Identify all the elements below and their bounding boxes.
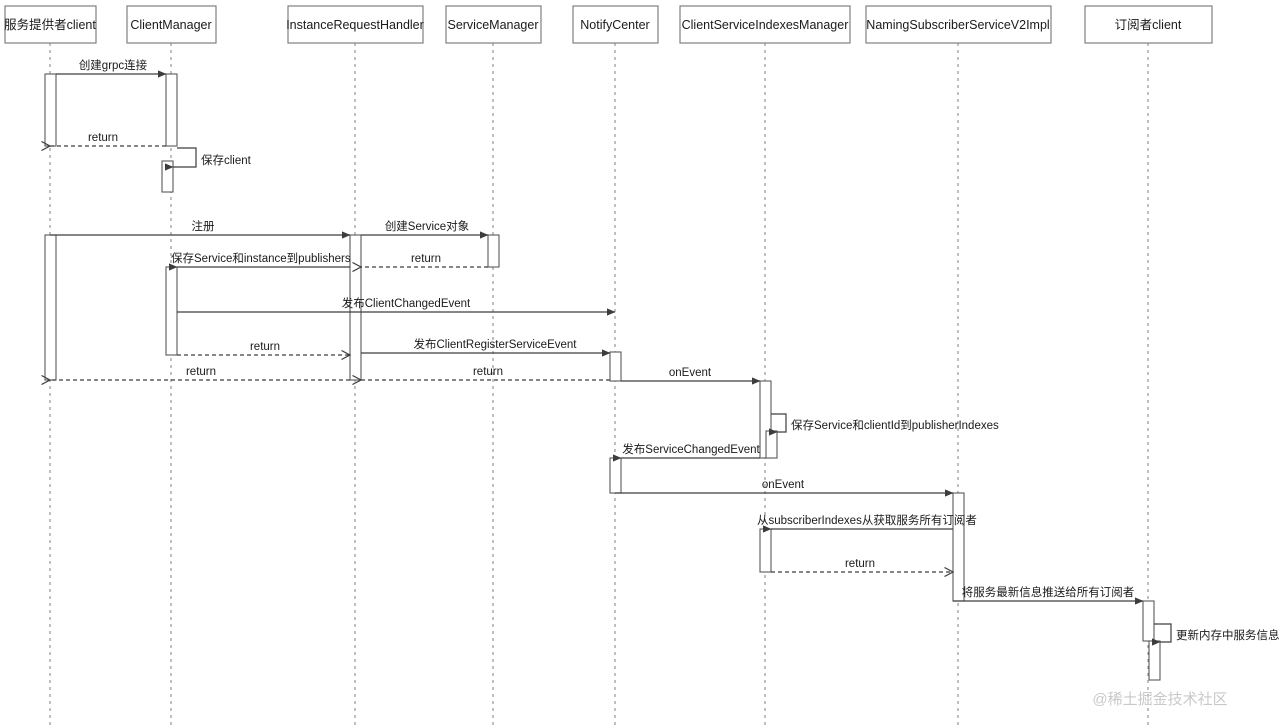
message-m4[interactable]: 注册 (50, 219, 351, 239)
message-arrow-self (1152, 623, 1172, 646)
message-label: 创建grpc连接 (79, 58, 148, 72)
activation-clientmgr-connect (165, 73, 178, 147)
message-label: return (411, 253, 441, 265)
message-label: onEvent (669, 367, 712, 379)
message-m10[interactable]: 发布ClientRegisterServiceEvent (361, 337, 611, 357)
message-m20[interactable]: 更新内存中服务信息 (1152, 623, 1280, 646)
participant-label: ServiceManager (447, 18, 538, 32)
activation-clientmgr-register (165, 266, 178, 356)
message-arrow-self (769, 413, 787, 436)
activation-subsvc-onevent (952, 492, 965, 602)
activation-subscriber-update (1148, 640, 1161, 681)
activation-provider-connect (44, 73, 57, 147)
message-m11[interactable]: return (50, 366, 350, 380)
message-label: 将服务最新信息推送给所有订阅者 (962, 585, 1135, 599)
message-m13[interactable]: onEvent (621, 367, 761, 385)
participant-box-provider[interactable]: 服务提供者client (4, 5, 97, 44)
activation-notify-svcevent (609, 457, 622, 494)
message-label: 创建Service对象 (385, 219, 469, 233)
message-label: 保存Service和instance到publishers (171, 251, 351, 265)
participant-box-notify[interactable]: NotifyCenter (572, 5, 659, 44)
participant-box-svcmgr[interactable]: ServiceManager (445, 5, 542, 44)
message-m16[interactable]: onEvent (615, 479, 954, 497)
message-m18[interactable]: return (771, 558, 953, 572)
participant-box-indexmgr[interactable]: ClientServiceIndexesManager (679, 5, 851, 44)
participant-box-reqhandler[interactable]: InstanceRequestHandler (286, 5, 424, 44)
activation-svcmgr-create (487, 234, 500, 268)
message-m14[interactable]: 保存Service和clientId到publisherIndexes (769, 413, 999, 436)
message-m6[interactable]: return (361, 253, 488, 267)
participant-label: 订阅者client (1115, 18, 1182, 32)
activation-indexmgr-saveindex (765, 430, 778, 459)
message-m17[interactable]: 从subscriberIndexes从获取服务所有订阅者 (757, 513, 977, 533)
message-label: 更新内存中服务信息 (1176, 628, 1280, 642)
message-label: 发布ServiceChangedEvent (622, 442, 760, 456)
message-m7[interactable]: 保存Service和instance到publishers (169, 251, 351, 271)
participant-box-clientmgr[interactable]: ClientManager (126, 5, 217, 44)
message-label: 发布ClientChangedEvent (342, 296, 471, 310)
message-label: return (250, 341, 280, 353)
activation-notify-clientevent (609, 351, 622, 382)
message-label: return (186, 366, 216, 378)
participant-box-subscriber[interactable]: 订阅者client (1084, 5, 1213, 44)
activation-indexmgr-getsubs (759, 528, 772, 573)
message-label: onEvent (762, 479, 805, 491)
lifelines-layer: 服务提供者client ClientManager InstanceRequestH… (4, 5, 1213, 727)
message-label: 注册 (192, 219, 215, 233)
participant-label: 服务提供者client (4, 17, 96, 32)
participant-label: ClientServiceIndexesManager (682, 18, 849, 32)
watermark: @稀土掘金技术社区 (1092, 691, 1227, 708)
message-m8[interactable]: 发布ClientChangedEvent (177, 296, 616, 316)
message-label: return (845, 558, 875, 570)
message-label: 保存Service和clientId到publisherIndexes (791, 418, 999, 432)
message-m5[interactable]: 创建Service对象 (361, 219, 489, 239)
participant-label: ClientManager (130, 18, 211, 32)
message-m19[interactable]: 将服务最新信息推送给所有订阅者 (953, 585, 1144, 605)
message-m9[interactable]: return (177, 341, 350, 355)
message-label: 发布ClientRegisterServiceEvent (414, 337, 578, 351)
message-m1[interactable]: 创建grpc连接 (56, 58, 167, 78)
message-label: return (88, 132, 118, 144)
participant-label: NamingSubscriberServiceV2Impl (866, 18, 1049, 32)
message-label: return (473, 366, 503, 378)
participant-label: NotifyCenter (580, 18, 649, 32)
participant-box-subsvc[interactable]: NamingSubscriberServiceV2Impl (865, 5, 1052, 44)
activation-subscriber-push (1142, 600, 1155, 642)
message-m12[interactable]: return (361, 366, 610, 380)
message-arrow-self (165, 147, 197, 171)
message-m15[interactable]: 发布ServiceChangedEvent (613, 442, 761, 462)
message-label: 保存client (201, 153, 252, 167)
activation-provider-register (44, 234, 57, 381)
activation-clientmgr-saveclient (161, 160, 174, 193)
message-label: 从subscriberIndexes从获取服务所有订阅者 (757, 513, 977, 527)
messages-layer: 创建grpc连接 return 保存client 注册 创建Service对象 retur… (50, 58, 1280, 646)
participant-label: InstanceRequestHandler (286, 18, 424, 32)
message-m3[interactable]: 保存client (165, 147, 252, 171)
message-m2[interactable]: return (50, 132, 166, 146)
